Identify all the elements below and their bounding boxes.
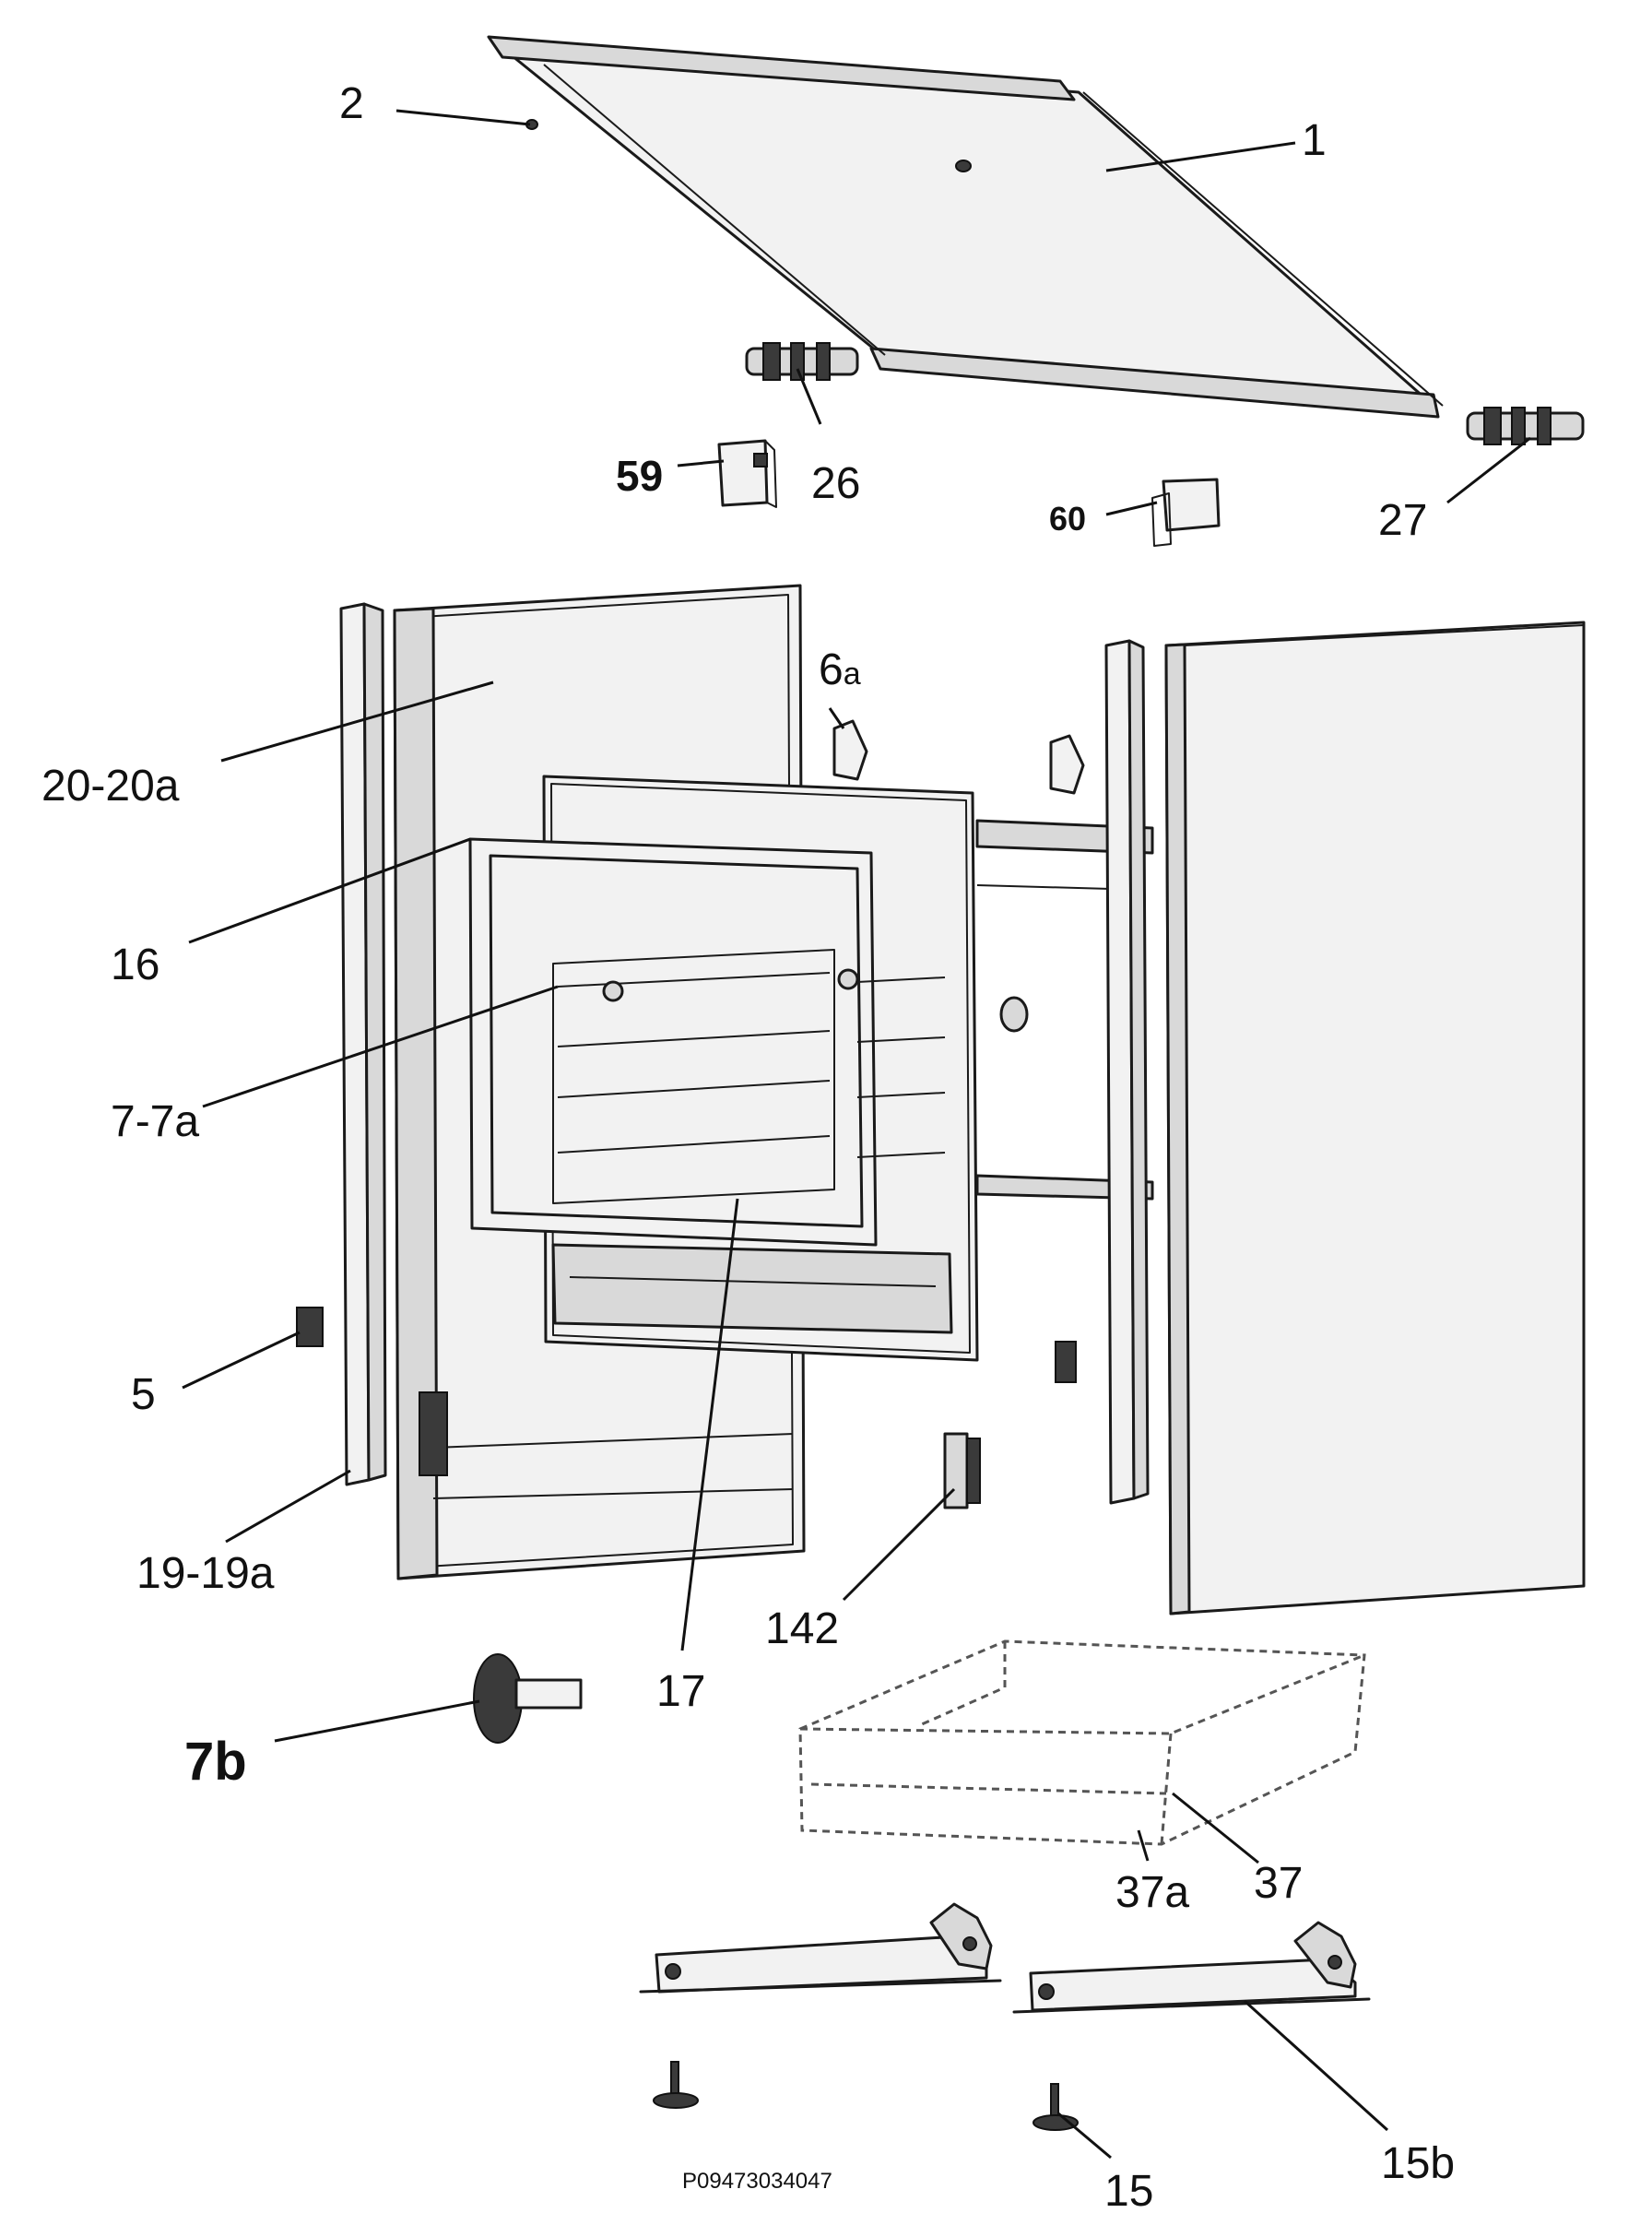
label-part-60: 60 <box>1049 500 1086 538</box>
part-26-valve <box>745 342 859 381</box>
label-part-7b: 7b <box>184 1732 247 1792</box>
part-6a-hinge-brackets <box>832 719 1085 795</box>
label-part-2: 2 <box>339 79 364 128</box>
label-part-37: 37 <box>1254 1859 1303 1908</box>
top-lid <box>487 35 1444 419</box>
front-frame-16 <box>468 837 878 1247</box>
leader-lines <box>182 109 1531 2160</box>
drawer-37 <box>798 1639 1366 1846</box>
label-part-142: 142 <box>765 1604 839 1653</box>
right-side-trim <box>1055 639 1150 1505</box>
label-part-19: 19-19a <box>136 1549 275 1598</box>
label-part-1: 1 <box>1302 116 1327 165</box>
label-part-20: 20-20a <box>41 762 180 811</box>
label-part-37a: 37a <box>1115 1868 1189 1917</box>
foot-rail-right <box>1012 1921 1371 2014</box>
label-part-27: 27 <box>1378 496 1427 545</box>
label-part-6a-number: 6 <box>819 645 844 694</box>
label-part-16: 16 <box>111 941 159 989</box>
foot-15-left <box>653 2061 699 2109</box>
right-side-panel <box>1164 621 1586 1615</box>
knob-7b <box>473 1653 583 1744</box>
foot-rail-left <box>639 1902 1002 1994</box>
label-part-6a: 6a <box>819 645 861 694</box>
label-part-15b: 15b <box>1381 2139 1455 2188</box>
label-part-6a-suffix: a <box>844 657 861 692</box>
part-60-bracket <box>1151 478 1221 547</box>
label-part-7: 7-7a <box>111 1097 199 1146</box>
label-part-17: 17 <box>656 1667 705 1716</box>
part-labels: 2 1 26 27 59 60 6a 20-20a 16 7-7a 5 19-1… <box>41 79 1455 2213</box>
label-part-5: 5 <box>131 1370 156 1419</box>
diagram-code: P09473034047 <box>682 2169 832 2194</box>
part-59-bracket <box>717 439 777 508</box>
left-side-trim-19 <box>296 602 387 1486</box>
oven-racks-7 <box>552 949 946 1204</box>
label-part-26: 26 <box>811 459 860 508</box>
label-part-15: 15 <box>1104 2167 1153 2213</box>
label-part-59: 59 <box>616 452 663 500</box>
part-27-valve <box>1466 407 1585 445</box>
part-142-bracket <box>943 1432 981 1509</box>
